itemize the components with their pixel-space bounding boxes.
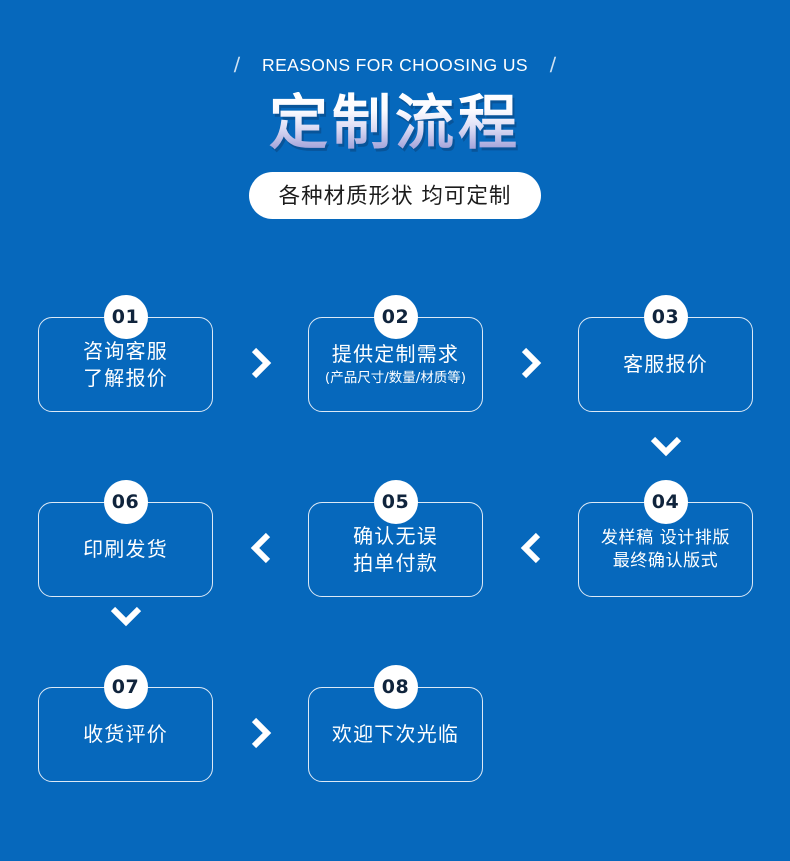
- step-number-badge: 07: [103, 665, 148, 709]
- chevron-right-icon: [248, 347, 274, 379]
- step-label-line1: 确认无误: [353, 523, 438, 548]
- step-label-line1: 印刷发货: [83, 537, 168, 562]
- chevron-left-icon: [518, 532, 544, 564]
- slash-right-icon: /: [549, 53, 557, 77]
- step-label-line2: 了解报价: [83, 365, 168, 390]
- step-number-badge: 06: [103, 480, 148, 524]
- step-label-line2: 拍单付款: [353, 550, 438, 575]
- page-header: / REASONS FOR CHOOSING US / 定制流程 各种材质形状 …: [0, 0, 790, 219]
- flow-step-box[interactable]: 08 欢迎下次光临: [308, 665, 483, 782]
- flow-step-06[interactable]: 06 印刷发货: [38, 480, 213, 597]
- flow-row-3: 07 收货评价 08 欢迎下次光临: [0, 606, 790, 782]
- flow-step-04[interactable]: 04 发样稿 设计排版 最终确认版式: [578, 480, 753, 597]
- flow-step-box[interactable]: 07 收货评价: [38, 665, 213, 782]
- step-label-line1: 发样稿 设计排版: [600, 527, 731, 548]
- step-number-badge: 01: [103, 295, 148, 339]
- eyebrow-row: / REASONS FOR CHOOSING US /: [0, 52, 790, 78]
- step-label-line1: 欢迎下次光临: [331, 722, 460, 747]
- step-number-badge: 08: [373, 665, 418, 709]
- chevron-right-icon: [248, 717, 274, 749]
- step-label-line1: 咨询客服: [83, 338, 168, 363]
- step-label-line1: 提供定制需求: [331, 342, 460, 367]
- step-label-line2: 最终确认版式: [612, 550, 719, 571]
- flow-row-1: 01 咨询客服 了解报价 02 提供定制需求 (产品尺寸/数量/材质等) 03 …: [0, 285, 790, 457]
- flow-step-box[interactable]: 01 咨询客服 了解报价: [38, 295, 213, 412]
- flow-row-2: 06 印刷发货 05 确认无误 拍单付款 04 发样稿 设计排版 最终确认版式: [0, 470, 790, 597]
- flow-step-08[interactable]: 08 欢迎下次光临: [308, 665, 483, 782]
- flow-step-box[interactable]: 05 确认无误 拍单付款: [308, 480, 483, 597]
- step-number-badge: 05: [373, 480, 418, 524]
- subtitle-pill: 各种材质形状 均可定制: [248, 171, 542, 219]
- flow-step-box[interactable]: 03 客服报价: [578, 295, 753, 412]
- page-title: 定制流程: [0, 92, 790, 154]
- subtitle-pill-wrap: 各种材质形状 均可定制: [0, 171, 790, 219]
- flow-step-07[interactable]: 07 收货评价: [38, 665, 213, 782]
- chevron-right-icon: [518, 347, 544, 379]
- chevron-down-icon: [650, 433, 682, 459]
- step-number-badge: 03: [643, 295, 688, 339]
- flow-step-box[interactable]: 02 提供定制需求 (产品尺寸/数量/材质等): [308, 295, 483, 412]
- step-label-line1: 客服报价: [623, 352, 708, 377]
- flow-step-box[interactable]: 04 发样稿 设计排版 最终确认版式: [578, 480, 753, 597]
- step-number-badge: 04: [643, 480, 688, 524]
- flow-step-05[interactable]: 05 确认无误 拍单付款: [308, 480, 483, 597]
- process-flow: 01 咨询客服 了解报价 02 提供定制需求 (产品尺寸/数量/材质等) 03 …: [0, 285, 790, 782]
- step-number-badge: 02: [373, 295, 418, 339]
- step-label-line1: 收货评价: [83, 722, 168, 747]
- flow-step-03[interactable]: 03 客服报价: [578, 295, 753, 412]
- eyebrow-text: REASONS FOR CHOOSING US: [262, 54, 528, 75]
- flow-step-01[interactable]: 01 咨询客服 了解报价: [38, 295, 213, 412]
- chevron-left-icon: [248, 532, 274, 564]
- chevron-down-icon: [110, 603, 142, 629]
- flow-step-box[interactable]: 06 印刷发货: [38, 480, 213, 597]
- flow-step-02[interactable]: 02 提供定制需求 (产品尺寸/数量/材质等): [308, 295, 483, 412]
- slash-left-icon: /: [233, 53, 241, 77]
- step-sublabel: (产品尺寸/数量/材质等): [324, 370, 467, 387]
